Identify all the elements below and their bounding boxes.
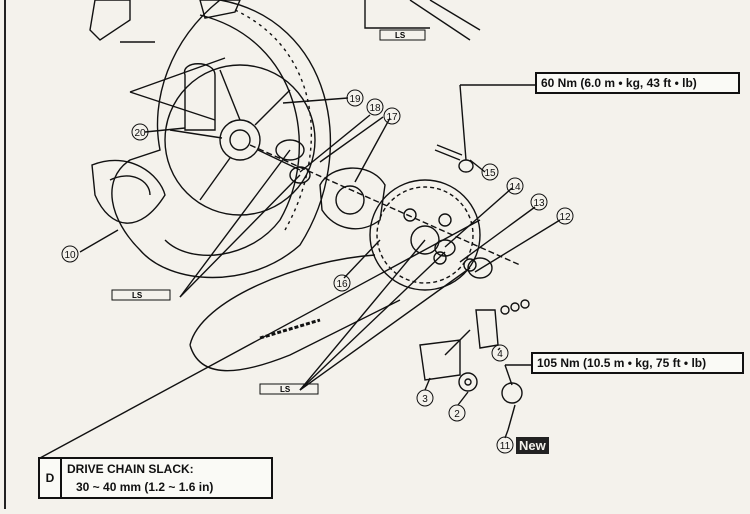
part-number: 2 (448, 404, 466, 422)
page-border (4, 0, 6, 509)
part-number: 4 (491, 344, 509, 362)
drive-chain (189, 254, 401, 372)
part-number-label: 18 (369, 103, 381, 114)
part-number-label: 10 (64, 250, 76, 261)
spec-value: 30 ~ 40 mm (1.2 ~ 1.6 in) (76, 480, 214, 494)
sprocket (369, 179, 481, 291)
part-number-label: 19 (349, 94, 361, 105)
part-number: 12 (556, 207, 574, 225)
part-number-label: 3 (422, 394, 428, 405)
part-number: 14 (506, 177, 524, 195)
new-part-badge: New (516, 437, 549, 454)
part-number: 15 (481, 163, 499, 181)
part-number-label: 11 (500, 441, 511, 452)
torque-spec-bottom-text: 105 Nm (10.5 m • kg, 75 ft • lb) (537, 356, 707, 370)
part-number-label: 15 (484, 168, 496, 179)
lubricant-marker: LS (259, 383, 319, 395)
drive-chain-slack-box: D DRIVE CHAIN SLACK: 30 ~ 40 mm (1.2 ~ 1… (38, 457, 273, 499)
part-number-label: 16 (336, 279, 348, 290)
lubricant-symbol: LS (395, 31, 406, 40)
torque-spec-top-text: 60 Nm (6.0 m • kg, 43 ft • lb) (541, 76, 697, 90)
part-number: 18 (366, 98, 384, 116)
part-number: 20 (131, 123, 149, 141)
part-number-label: 2 (454, 409, 460, 420)
part-number-label: 4 (497, 349, 503, 360)
torque-spec-top: 60 Nm (6.0 m • kg, 43 ft • lb) (535, 72, 740, 94)
part-number-label: 20 (134, 128, 146, 139)
rim (164, 64, 316, 216)
lubricant-symbol: LS (280, 385, 291, 394)
lubricant-symbol: LS (132, 291, 143, 300)
part-number: 3 (416, 389, 434, 407)
part-number-label: 12 (559, 212, 571, 223)
part-number: 11 (496, 436, 514, 454)
part-number: 17 (383, 107, 401, 125)
part-number: 16 (333, 274, 351, 292)
spec-title: DRIVE CHAIN SLACK: (67, 462, 194, 476)
spec-letter: D (40, 459, 62, 497)
part-number-label: 13 (533, 198, 545, 209)
tire (111, 0, 331, 279)
part-number-label: 17 (386, 112, 398, 123)
lubricant-marker: LS (379, 29, 426, 41)
part-number: 10 (61, 245, 79, 263)
part-number: 19 (346, 89, 364, 107)
part-number: 13 (530, 193, 548, 211)
part-number-label: 14 (509, 182, 521, 193)
lubricant-marker: LS (111, 289, 171, 301)
torque-spec-bottom: 105 Nm (10.5 m • kg, 75 ft • lb) (531, 352, 744, 374)
